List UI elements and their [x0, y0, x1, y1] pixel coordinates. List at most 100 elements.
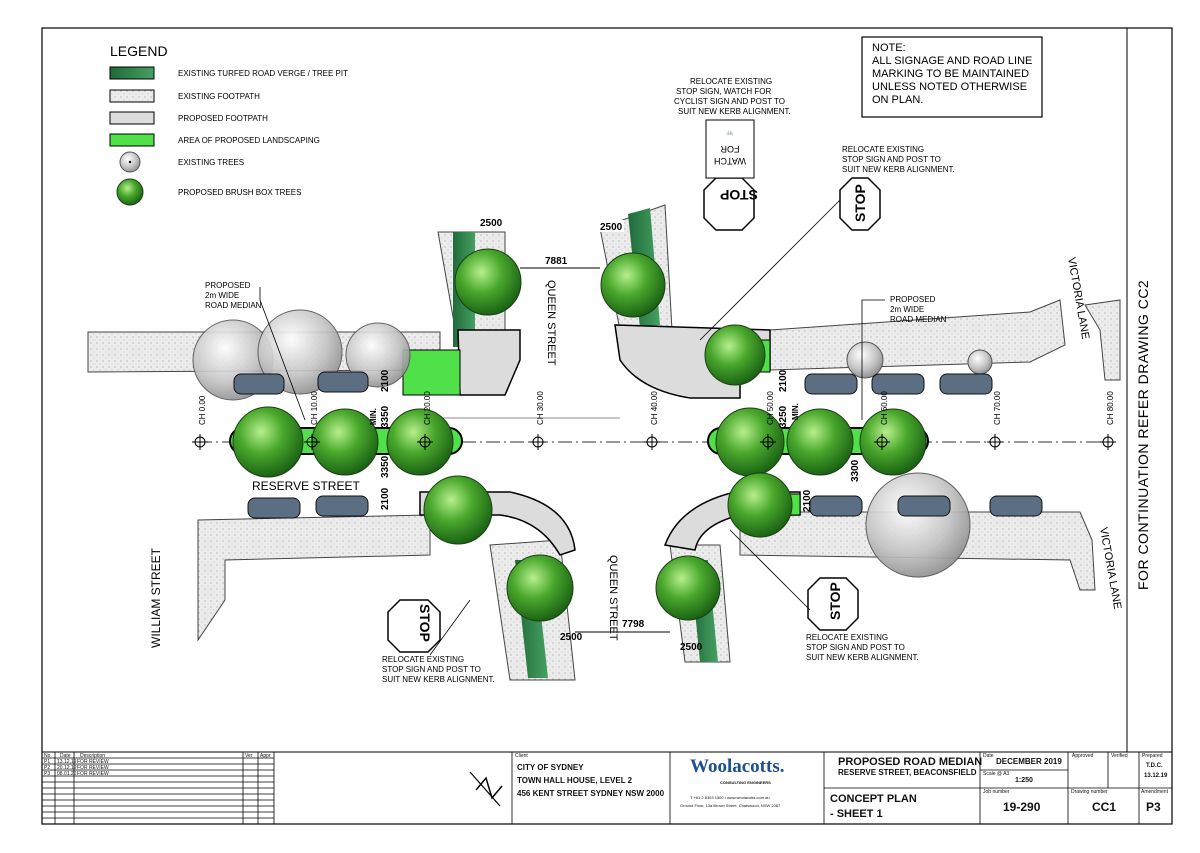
titleblock-grid: [42, 752, 1172, 824]
sheet-subtitle: - SHEET 1: [830, 808, 883, 820]
annotation-relocate-ne: RELOCATE EXISTING: [842, 145, 924, 154]
stop-sign-text: STOP: [827, 582, 843, 620]
rev-date: 08.01.20: [57, 771, 77, 777]
prepared-label: Prepared: [1142, 753, 1163, 759]
chainage-markers: [192, 434, 1116, 450]
chainage-label: CH 50.00: [766, 391, 775, 425]
annotation-relocate-sw: STOP SIGN AND POST TO: [382, 665, 481, 674]
parked-car: [939, 373, 993, 395]
existing-tree: [846, 341, 884, 379]
rev-desc: FOR REVIEW: [77, 765, 109, 771]
amendment-value: P3: [1146, 800, 1161, 814]
stop-sign-n: STOP: [703, 177, 758, 231]
dimension-label: 2100: [380, 487, 391, 510]
chainage-label: CH 10.00: [310, 391, 319, 425]
dimension-label: 7798: [622, 619, 645, 630]
annotation-relocate-watch: CYCLIST SIGN AND POST TO: [674, 97, 785, 106]
dimension-label: 2500: [600, 222, 623, 233]
proposed-trees: [232, 248, 927, 622]
legend-label: EXISTING FOOTPATH: [178, 92, 260, 101]
chainage-label: CH 80.00: [1106, 391, 1115, 425]
legend-swatch-proposed-tree: [116, 178, 144, 206]
annotation-relocate-ne: STOP SIGN AND POST TO: [842, 155, 941, 164]
rev-no: P2: [44, 765, 51, 771]
legend-label: EXISTING TREES: [178, 158, 244, 167]
parked-car: [317, 371, 369, 393]
existing-tree: [967, 349, 993, 375]
kerb-build-nw: [402, 329, 521, 396]
annotations: PROPOSED 2m WIDE ROAD MEDIAN PROPOSED 2m…: [205, 77, 955, 684]
proposed-tree: [704, 324, 766, 386]
north-arrow-icon: [469, 771, 503, 807]
annotation-relocate-sw: SUIT NEW KERB ALIGNMENT.: [382, 675, 495, 684]
chainage-label: CH 30.00: [536, 391, 545, 425]
note-line: ALL SIGNAGE AND ROAD LINE: [872, 55, 1032, 67]
scale-label: Scale @ A3: [983, 771, 1010, 777]
parked-car: [247, 497, 301, 519]
annotation-relocate-watch: SUIT NEW KERB ALIGNMENT.: [678, 107, 791, 116]
stop-sign-se: STOP: [807, 577, 859, 631]
prepared-by: T.D.C.: [1146, 763, 1163, 769]
dimension-label: 2500: [680, 642, 703, 653]
proposed-tree: [727, 472, 793, 538]
parked-car: [804, 373, 858, 395]
rev-no: P3: [44, 771, 51, 777]
street-label-william: WILLIAM STREET: [149, 547, 163, 648]
leader-lines: [259, 199, 885, 656]
street-label-victoria-south: VICTORIA LANE: [1097, 526, 1123, 610]
chainage-label: CH 0.00: [198, 395, 207, 425]
proposed-tree: [454, 248, 522, 316]
dimension-label: 3300: [850, 459, 861, 482]
parked-car: [871, 373, 925, 395]
legend: LEGEND EXISTING TURFED ROAD VERGE / TREE…: [109, 43, 348, 206]
client-label: Client: [515, 753, 528, 759]
chainage-label: CH 70.00: [993, 391, 1002, 425]
watch-sign-text: FOR: [720, 144, 739, 154]
note-line: UNLESS NOTED OTHERWISE: [872, 81, 1027, 93]
annotation-relocate-sw: RELOCATE EXISTING: [382, 655, 464, 664]
amendment-label: Amendment: [1141, 789, 1168, 795]
dimension-label: 2100: [778, 369, 789, 392]
watch-sign-text: WATCH: [714, 156, 746, 166]
parked-car: [809, 495, 863, 517]
stop-sign-text: STOP: [417, 604, 433, 642]
job-number: 19-290: [1003, 800, 1041, 814]
proposed-tree: [506, 554, 574, 622]
annotation-median-left: PROPOSED: [205, 281, 251, 290]
stop-sign-text: STOP: [852, 184, 868, 222]
chainage-label: CH 40.00: [650, 391, 659, 425]
parked-cars: [233, 371, 1043, 519]
rev-desc: FOR REVIEW: [77, 771, 109, 777]
dimension-label: 2500: [480, 218, 503, 229]
dimension-label: 2500: [560, 632, 583, 643]
street-label-queen-south: QUEEN STREET: [607, 555, 619, 641]
chainage-labels: CH 0.00 CH 10.00 CH 20.00 CH 30.00 CH 40…: [198, 391, 1115, 425]
verified-label: Verified: [1111, 753, 1128, 759]
street-label-victoria-north: VICTORIA LANE: [1065, 256, 1091, 340]
note-line: MARKING TO BE MAINTAINED: [872, 68, 1029, 80]
drawing-title: PROPOSED ROAD MEDIAN: [838, 756, 983, 768]
client-line: TOWN HALL HOUSE, LEVEL 2: [517, 776, 633, 785]
legend-label: AREA OF PROPOSED LANDSCAPING: [178, 136, 320, 145]
company-address: Ground Floor, 13a Brown Street, Chatswoo…: [680, 803, 781, 808]
dimension-label: 3350: [380, 455, 391, 478]
rev-header-desc: Description: [80, 753, 106, 759]
annotation-median-right: ROAD MEDIAN: [890, 315, 947, 324]
rev-header-date: Date: [60, 753, 71, 759]
sheet-title: CONCEPT PLAN: [830, 793, 917, 805]
legend-swatch-turf: [109, 66, 155, 80]
rev-date: 13.12.19: [57, 759, 77, 765]
rev-desc: FOR REVIEW: [77, 759, 109, 765]
sheet-frame: [41, 27, 1173, 825]
continuation-label: FOR CONTINUATION REFER DRAWING CC2: [1135, 280, 1151, 590]
existing-tree: [865, 472, 971, 578]
chainage-label: CH 20.00: [423, 391, 432, 425]
rev-date: 20.12.19: [57, 765, 77, 771]
proposed-tree: [655, 555, 721, 621]
annotation-relocate-se: SUIT NEW KERB ALIGNMENT.: [806, 653, 919, 662]
dimension-label: 7881: [545, 256, 568, 267]
annotation-median-left: ROAD MEDIAN: [205, 301, 262, 310]
annotation-relocate-se: RELOCATE EXISTING: [806, 633, 888, 642]
company-logo: Woolacotts.: [690, 756, 785, 777]
